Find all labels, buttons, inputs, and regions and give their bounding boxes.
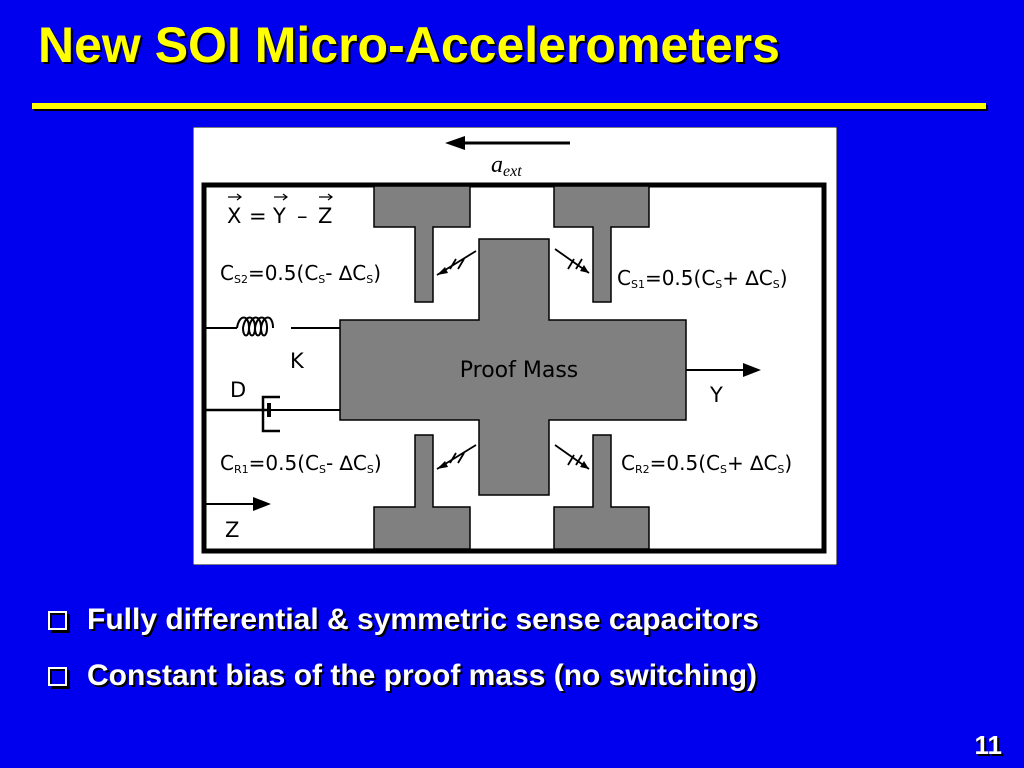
proof-mass-shape: [339, 238, 687, 496]
bullet-list: Fully differential & symmetric sense cap…: [48, 597, 759, 709]
bullet-text: Constant bias of the proof mass (no swit…: [87, 659, 758, 692]
svg-text:Z: Z: [318, 204, 332, 228]
vector-equation: X = Y – Z: [227, 193, 333, 228]
vector-arrow-icon: [228, 193, 333, 201]
y-axis-arrow-icon: [686, 363, 761, 377]
proof-mass-label: Proof Mass: [460, 358, 579, 383]
checkbox-bullet-icon: [48, 610, 67, 630]
z-axis-arrow-icon: [206, 497, 271, 511]
bullet-item: Fully differential & symmetric sense cap…: [48, 597, 759, 643]
spring-icon: [206, 316, 340, 337]
slide-title: New SOI Micro-Accelerometers: [38, 17, 780, 73]
anchor-top-right: [553, 185, 650, 303]
svg-text:X: X: [227, 204, 241, 228]
diagram-frame: [201, 182, 827, 554]
title-underline: [32, 103, 986, 109]
anchor-bottom-left: [373, 434, 471, 550]
bullet-text: Fully differential & symmetric sense cap…: [87, 603, 759, 636]
damper-label: D: [230, 378, 246, 402]
z-axis-label: Z: [225, 518, 239, 542]
y-axis-label: Y: [709, 383, 723, 407]
anchor-top-left: [373, 185, 471, 303]
anchor-bottom-right: [553, 434, 650, 550]
accelerometer-diagram: aext X = Y – Z Proof Mass: [193, 127, 837, 565]
cap-label-r1: CR1=0.5(CS- ∆CS): [220, 451, 382, 476]
spring-label: K: [290, 349, 305, 373]
checkbox-bullet-icon: [48, 666, 67, 686]
damper-icon: [206, 395, 340, 433]
electrode-anchors: [373, 185, 650, 550]
cap-label-s1: CS1=0.5(CS+ ∆CS): [617, 266, 788, 291]
svg-text:–: –: [297, 204, 308, 228]
accel-label: aext: [491, 152, 522, 180]
svg-text:=: =: [249, 204, 267, 228]
page-number: 11: [974, 730, 1003, 760]
svg-text:Y: Y: [272, 204, 286, 228]
accel-arrow-icon: [445, 136, 570, 150]
cap-label-r2: CR2=0.5(CS+ ∆CS): [621, 451, 792, 476]
cap-label-s2: CS2=0.5(CS- ∆CS): [220, 261, 381, 286]
bullet-item: Constant bias of the proof mass (no swit…: [48, 653, 759, 699]
